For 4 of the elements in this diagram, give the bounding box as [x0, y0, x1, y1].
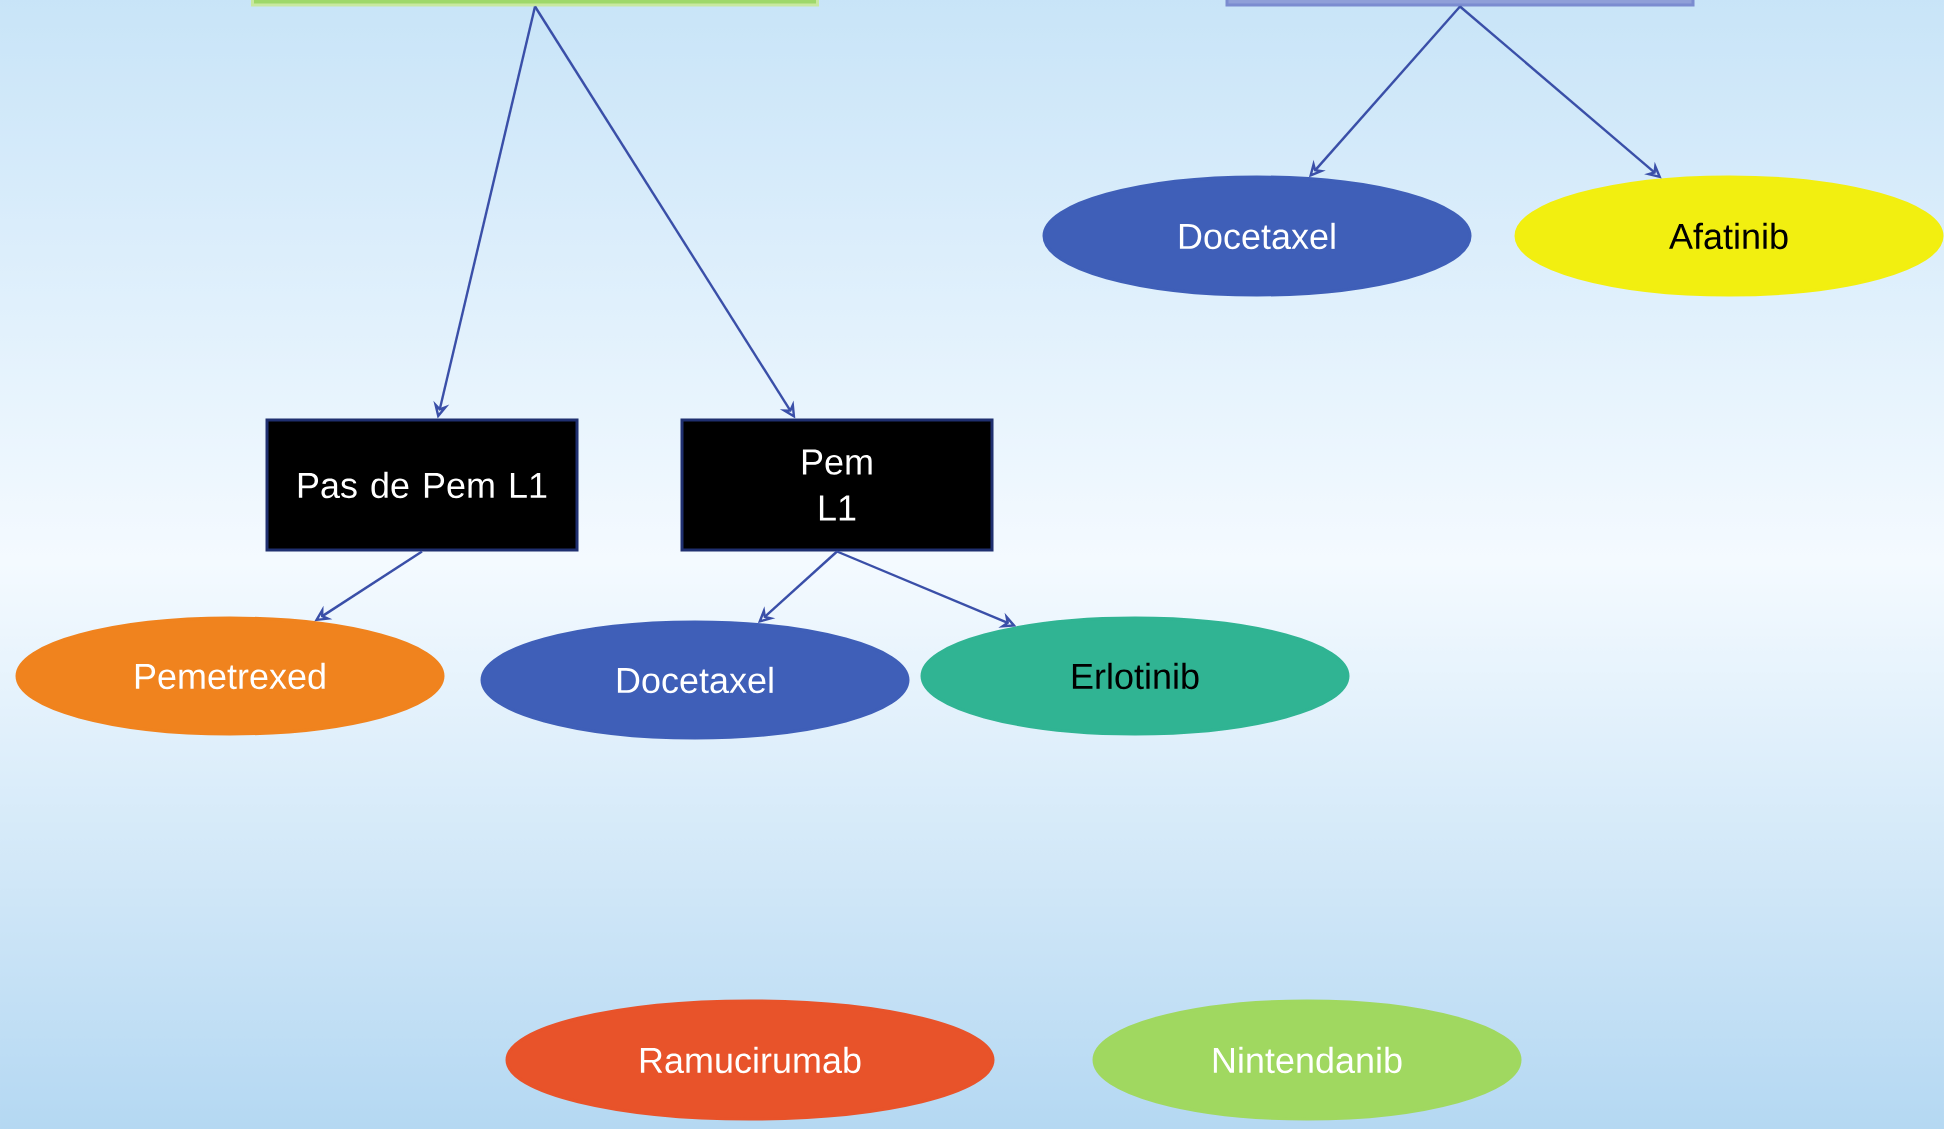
label-box: Pem L1: [680, 418, 994, 552]
label-box: Pas de Pem L1: [265, 418, 579, 552]
empty-box: [251, 0, 819, 7]
empty-box: [1225, 0, 1695, 7]
